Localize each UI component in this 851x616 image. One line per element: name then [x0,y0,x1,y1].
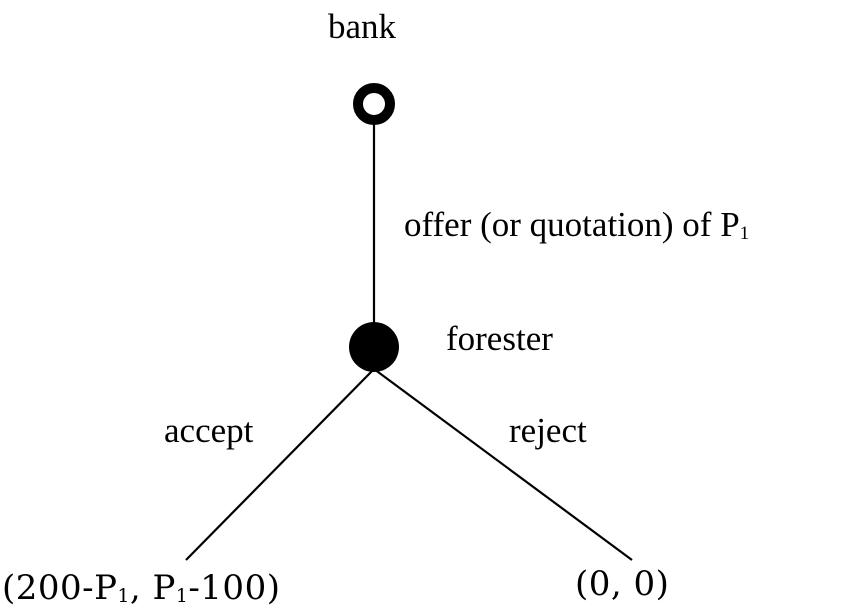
accept-payoff-sep: , P [129,568,176,608]
accept-payoff-sub2: 1 [175,585,189,607]
forester-label: forester [446,319,553,358]
reject-label: reject [509,411,587,450]
accept-branch-line [185,368,375,561]
accept-label: accept [164,411,254,450]
accept-payoff-sub1: 1 [117,585,130,607]
bank-label: bank [328,7,397,46]
reject-payoff: (0, 0) [575,564,670,604]
accept-payoff: (200-P1, P1-100) [2,568,281,608]
accept-payoff-part1: (200-P [2,568,118,608]
offer-subscript: 1 [739,222,750,244]
accept-payoff-part2: -100) [188,568,281,608]
offer-text: offer (or quotation) of P [404,205,740,244]
offer-label: offer (or quotation) of P1 [404,205,750,244]
forester-node [349,322,399,372]
reject-branch-line [373,368,633,561]
bank-node [353,83,395,125]
